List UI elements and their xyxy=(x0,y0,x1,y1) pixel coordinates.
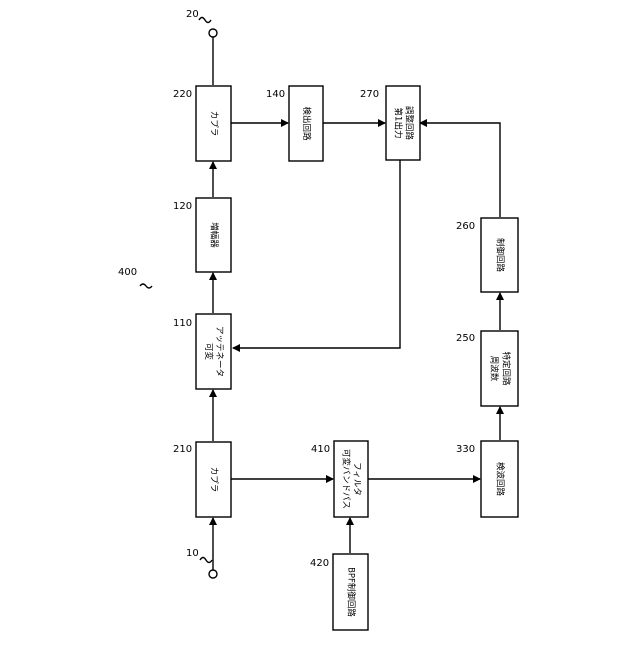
block-coupler-220-text: カプラ xyxy=(209,111,219,137)
block-coupler-210-text: カプラ xyxy=(209,467,219,493)
block-attenuator-110-text-1: 可変 xyxy=(203,343,214,361)
block-control-260-text: 制御回路 xyxy=(495,238,506,273)
figure-label: 400 xyxy=(118,267,152,288)
block-coupler-220: カプラ 220 xyxy=(173,86,231,161)
block-amplifier-120: 増幅器 120 xyxy=(173,198,231,272)
block-control-260-ref: 260 xyxy=(456,221,475,232)
block-wave-detector-330-ref: 330 xyxy=(456,444,475,455)
block-bpf-410-ref: 410 xyxy=(311,444,330,455)
block-frequency-250-text-2: 特定回路 xyxy=(501,351,512,386)
block-adjust-270-ref: 270 xyxy=(360,89,379,100)
terminal-input-circle xyxy=(209,570,217,578)
block-attenuator-110-text-2: アッテネータ xyxy=(214,326,224,377)
block-frequency-250-text-1: 周波数 xyxy=(489,356,500,382)
block-amplifier-120-text: 増幅器 xyxy=(209,222,220,248)
block-bpf-410-text-2: フィルタ xyxy=(352,462,362,496)
block-attenuator-110: 可変 アッテネータ 110 xyxy=(173,314,231,389)
figure-number: 400 xyxy=(118,267,137,278)
block-control-260: 制御回路 260 xyxy=(456,218,518,292)
terminal-output-circle xyxy=(209,29,217,37)
wire-control-to-adjust xyxy=(420,123,500,217)
block-detector-140-text: 検出回路 xyxy=(301,106,312,141)
block-bpf-control-420-text: BPF制御回路 xyxy=(346,567,357,617)
terminal-output: 20 xyxy=(186,9,217,37)
figure-label-leader xyxy=(140,284,152,288)
terminal-input-leader xyxy=(200,558,212,563)
terminal-output-leader xyxy=(199,18,211,23)
terminal-input-label: 10 xyxy=(186,548,199,559)
block-frequency-250: 周波数 特定回路 250 xyxy=(456,331,518,406)
block-adjust-270-text-2: 調整回路 xyxy=(404,106,415,141)
wire-adjust-to-attenuator xyxy=(233,160,400,348)
block-adjust-270-text-1: 第1出力 xyxy=(393,108,404,139)
block-coupler-210: カプラ 210 xyxy=(173,442,231,517)
block-frequency-250-ref: 250 xyxy=(456,333,475,344)
block-frequency-250-box xyxy=(481,331,518,406)
block-bpf-410-text-1: 可変バンドパス xyxy=(341,449,352,509)
terminal-output-label: 20 xyxy=(186,9,199,20)
block-wave-detector-330-text: 検波回路 xyxy=(495,462,506,497)
block-amplifier-120-ref: 120 xyxy=(173,201,192,212)
block-detector-140-ref: 140 xyxy=(266,89,285,100)
block-coupler-220-ref: 220 xyxy=(173,89,192,100)
block-bpf-control-420: BPF制御回路 420 xyxy=(310,554,368,630)
block-coupler-210-ref: 210 xyxy=(173,444,192,455)
block-attenuator-110-ref: 110 xyxy=(173,318,192,329)
block-bpf-control-420-ref: 420 xyxy=(310,558,329,569)
